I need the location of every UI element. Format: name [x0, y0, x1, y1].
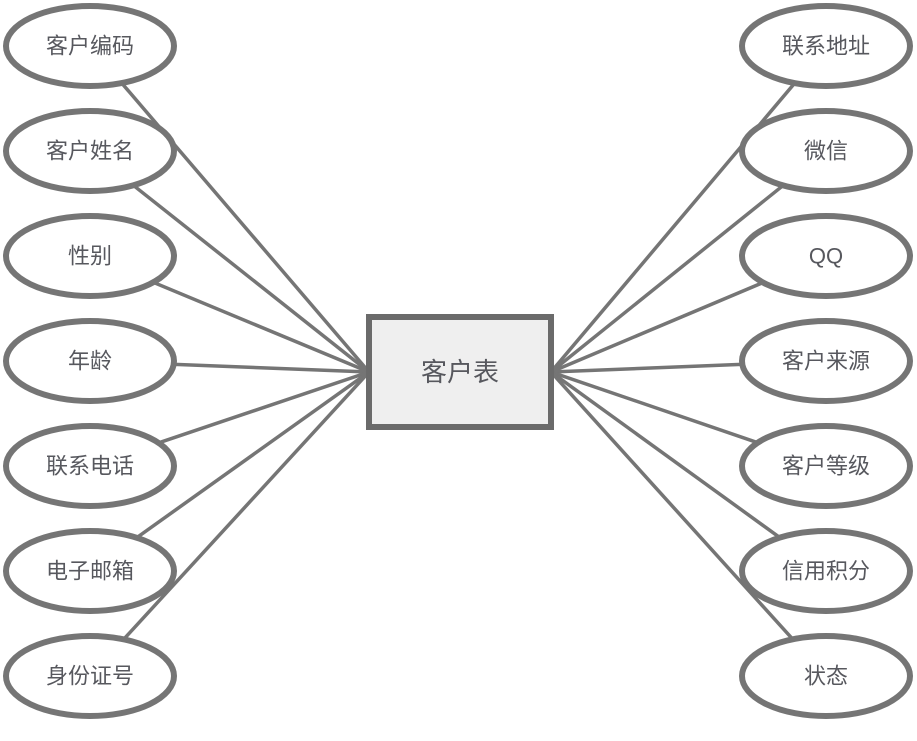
entity-rect: [366, 314, 554, 430]
attribute-label: 客户姓名: [46, 139, 134, 164]
attribute-ellipse: [739, 633, 913, 719]
attribute-ellipse: [3, 528, 177, 614]
connector-line: [549, 370, 828, 678]
attribute-node-contact-address[interactable]: 联系地址: [739, 3, 913, 89]
attribute-ellipse: [3, 633, 177, 719]
connector-line: [88, 149, 371, 374]
attribute-ellipse: [3, 213, 177, 299]
attribute-label: 年龄: [68, 349, 112, 374]
attribute-label: 客户编码: [46, 34, 134, 59]
attribute-ellipse: [3, 423, 177, 509]
entity-label: 客户表: [421, 357, 499, 387]
attribute-label: 客户来源: [782, 349, 870, 374]
attribute-ellipse: [739, 108, 913, 194]
attribute-node-age[interactable]: 年龄: [3, 318, 177, 404]
attribute-ellipse: [3, 318, 177, 404]
attribute-node-qq[interactable]: QQ: [739, 213, 913, 299]
attribute-label: 身份证号: [46, 664, 134, 689]
attribute-node-email[interactable]: 电子邮箱: [3, 528, 177, 614]
attribute-label: 电子邮箱: [46, 559, 134, 584]
attribute-node-wechat[interactable]: 微信: [739, 108, 913, 194]
attribute-node-id-number[interactable]: 身份证号: [3, 633, 177, 719]
attribute-node-credit-score[interactable]: 信用积分: [739, 528, 913, 614]
attribute-label: 客户等级: [782, 454, 870, 479]
attribute-ellipse: [739, 213, 913, 299]
connector-line: [549, 44, 828, 374]
attribute-node-customer-level[interactable]: 客户等级: [739, 423, 913, 509]
connector-line: [549, 149, 828, 374]
attribute-node-customer-name[interactable]: 客户姓名: [3, 108, 177, 194]
attribute-node-contact-phone[interactable]: 联系电话: [3, 423, 177, 509]
attribute-ellipse: [3, 3, 177, 89]
attribute-label: 性别: [68, 244, 112, 269]
connector-line: [88, 370, 371, 678]
attribute-ellipse: [739, 528, 913, 614]
attribute-node-customer-source[interactable]: 客户来源: [739, 318, 913, 404]
attribute-label: QQ: [809, 244, 843, 269]
attribute-node-gender[interactable]: 性别: [3, 213, 177, 299]
attribute-label: 信用积分: [782, 559, 870, 584]
attribute-ellipse: [739, 318, 913, 404]
attribute-ellipse: [739, 423, 913, 509]
attribute-label: 微信: [804, 139, 848, 164]
attribute-label: 状态: [804, 664, 848, 689]
attribute-label: 联系电话: [46, 454, 134, 479]
attribute-node-customer-code[interactable]: 客户编码: [3, 3, 177, 89]
attribute-ellipse: [739, 3, 913, 89]
attribute-ellipse: [3, 108, 177, 194]
connector-line: [88, 44, 371, 374]
entity-node-customer-table[interactable]: 客户表: [366, 314, 554, 430]
attribute-node-status[interactable]: 状态: [739, 633, 913, 719]
attribute-label: 联系地址: [782, 34, 870, 59]
